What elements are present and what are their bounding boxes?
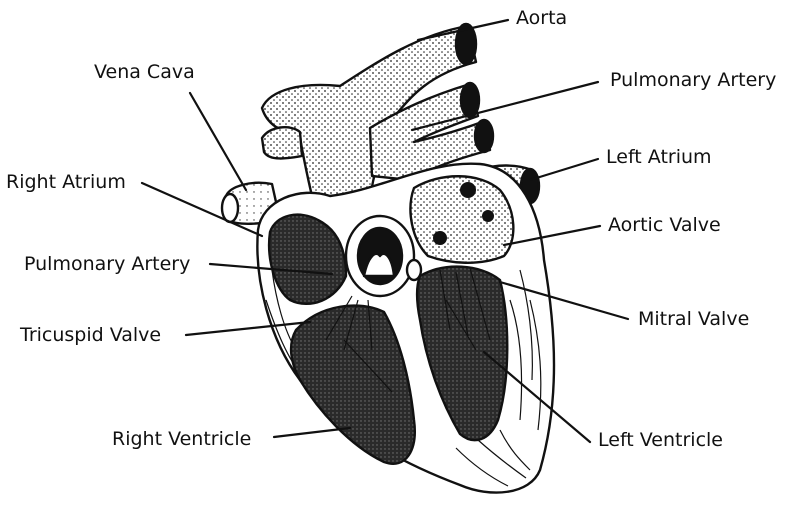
label-mitral-valve: Mitral Valve <box>638 308 749 330</box>
leader-vena-cava <box>190 93 246 190</box>
label-tricuspid-valve: Tricuspid Valve <box>19 324 161 346</box>
leader-left-atrium <box>530 159 598 180</box>
label-right-ventricle: Right Ventricle <box>112 428 251 450</box>
label-pulmonary-artery-upper: Pulmonary Artery <box>610 69 776 91</box>
leader-right-ventricle <box>274 428 350 437</box>
label-left-atrium: Left Atrium <box>606 146 712 168</box>
label-pulmonary-artery-lower: Pulmonary Artery <box>24 253 190 275</box>
label-aortic-valve: Aortic Valve <box>608 214 721 236</box>
label-aorta: Aorta <box>516 7 567 29</box>
label-right-atrium: Right Atrium <box>6 171 126 193</box>
label-vena-cava: Vena Cava <box>94 61 195 83</box>
label-left-ventricle: Left Ventricle <box>598 429 723 451</box>
